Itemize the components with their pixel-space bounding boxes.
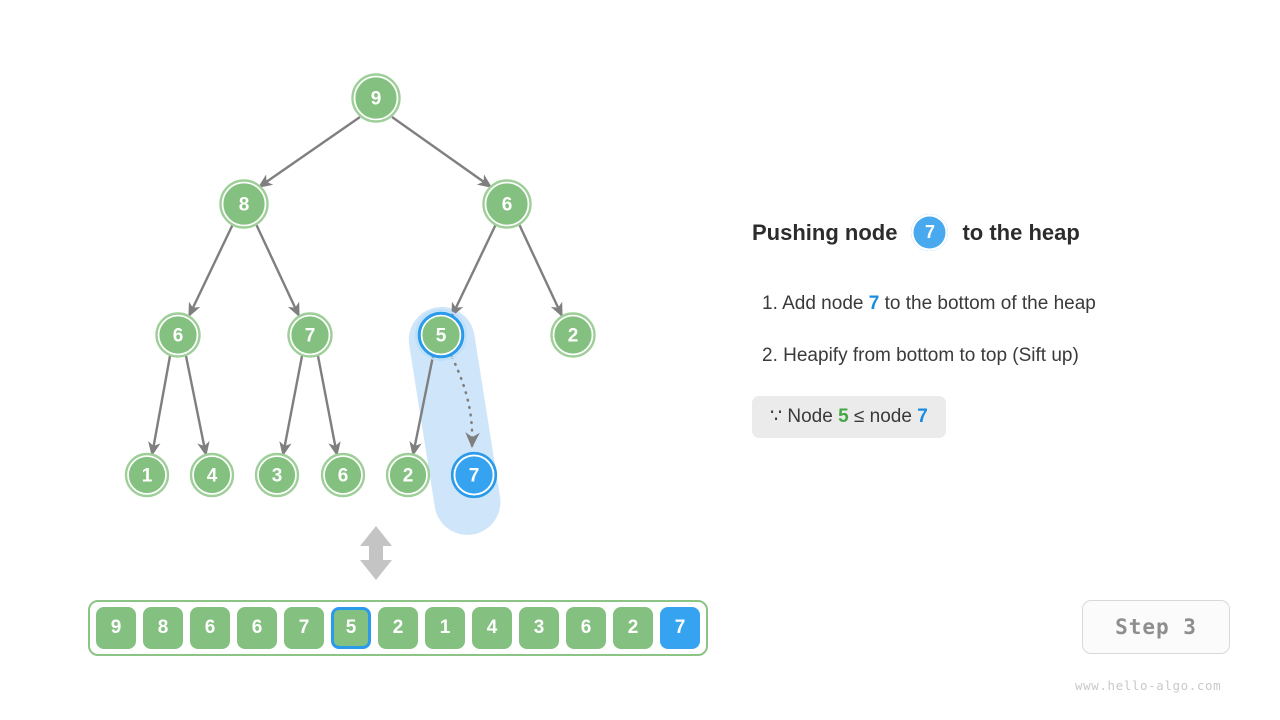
edge-6-5 [450, 223, 498, 318]
step-1-text-after: to the bottom of the heap [884, 293, 1096, 314]
step-1-value: 7 [868, 293, 880, 314]
tree-node-2-leaf[interactable]: 2 [385, 452, 431, 498]
array-cell[interactable]: 9 [96, 607, 136, 649]
heap-diagram: 9 8 6 6 7 [88, 73, 708, 656]
step-2-index: 2. [762, 345, 778, 366]
tree-node-5-selected[interactable]: 5 [415, 309, 467, 361]
step-badge: Step 3 [1082, 600, 1230, 654]
array-cell[interactable]: 3 [519, 607, 559, 649]
tree-node-7-l2[interactable]: 7 [287, 312, 333, 358]
array-cell[interactable]: 2 [613, 607, 653, 649]
instruction-step-1: 1. Add node 7 to the bottom of the heap [762, 293, 1096, 315]
title-suffix: to the heap [962, 219, 1080, 245]
array-cell[interactable]: 6 [237, 607, 277, 649]
title-prefix: Pushing node [752, 219, 898, 245]
explanation-panel: Pushing node 7 to the heap 1. Add node 7… [752, 0, 1252, 720]
array-cell[interactable]: 7 [284, 607, 324, 649]
edge-9-6 [391, 116, 493, 188]
reason-right-value: 7 [917, 406, 928, 427]
array-cell[interactable]: 4 [472, 607, 512, 649]
array-cell[interactable]: 6 [190, 607, 230, 649]
reason-left-value: 5 [838, 406, 849, 427]
edge-7-3 [279, 355, 304, 457]
edge-8-6 [187, 223, 235, 318]
tree-node-2-l2[interactable]: 2 [550, 312, 596, 358]
edge-6-4 [184, 355, 210, 457]
tree-node-6-right[interactable]: 6 [482, 179, 532, 229]
reason-word-node: Node [787, 406, 833, 427]
tree-node-6-leaf[interactable]: 6 [320, 452, 366, 498]
tree-node-4-leaf[interactable]: 4 [189, 452, 235, 498]
edge-6-2 [517, 223, 564, 318]
array-cell-new[interactable]: 7 [660, 607, 700, 649]
tree-node-8[interactable]: 8 [219, 179, 269, 229]
edge-6-1 [148, 355, 172, 457]
title-node-badge: 7 [911, 214, 949, 251]
heap-array: 9 8 6 6 7 5 2 1 4 3 6 2 7 [88, 600, 708, 656]
edge-9-8 [257, 116, 361, 188]
edge-8-7 [254, 223, 301, 318]
sift-up-dotted-arrow [450, 355, 480, 449]
reason-word-node2: node [869, 406, 912, 427]
array-cell-selected[interactable]: 5 [331, 607, 371, 649]
reason-callout: ∵ Node 5 ≤ node 7 [752, 396, 946, 438]
step-1-index: 1. [762, 293, 778, 314]
tree-node-3-leaf[interactable]: 3 [254, 452, 300, 498]
tree-node-1-leaf[interactable]: 1 [124, 452, 170, 498]
edge-5-2b [409, 355, 435, 457]
array-cell[interactable]: 1 [425, 607, 465, 649]
double-arrow-vertical-icon [360, 526, 392, 580]
instruction-step-2: 2. Heapify from bottom to top (Sift up) [762, 345, 1079, 367]
tree-node-9[interactable]: 9 [351, 73, 401, 123]
edge-7-6b [316, 355, 341, 457]
because-symbol: ∵ [770, 406, 783, 427]
watermark: www.hello-algo.com [1075, 678, 1222, 693]
step-1-text-before: Add node [782, 293, 864, 314]
binary-tree-svg: 9 8 6 6 7 [124, 73, 596, 580]
reason-operator: ≤ [853, 406, 865, 427]
array-cell[interactable]: 8 [143, 607, 183, 649]
tree-node-7-new[interactable]: 7 [450, 451, 498, 499]
page-title: Pushing node 7 to the heap [752, 214, 1080, 251]
step-2-text-before: Heapify from bottom to top (Sift up) [783, 345, 1079, 366]
array-cell[interactable]: 2 [378, 607, 418, 649]
array-cell[interactable]: 6 [566, 607, 606, 649]
tree-node-6-l2[interactable]: 6 [155, 312, 201, 358]
tree-edges [148, 116, 564, 457]
